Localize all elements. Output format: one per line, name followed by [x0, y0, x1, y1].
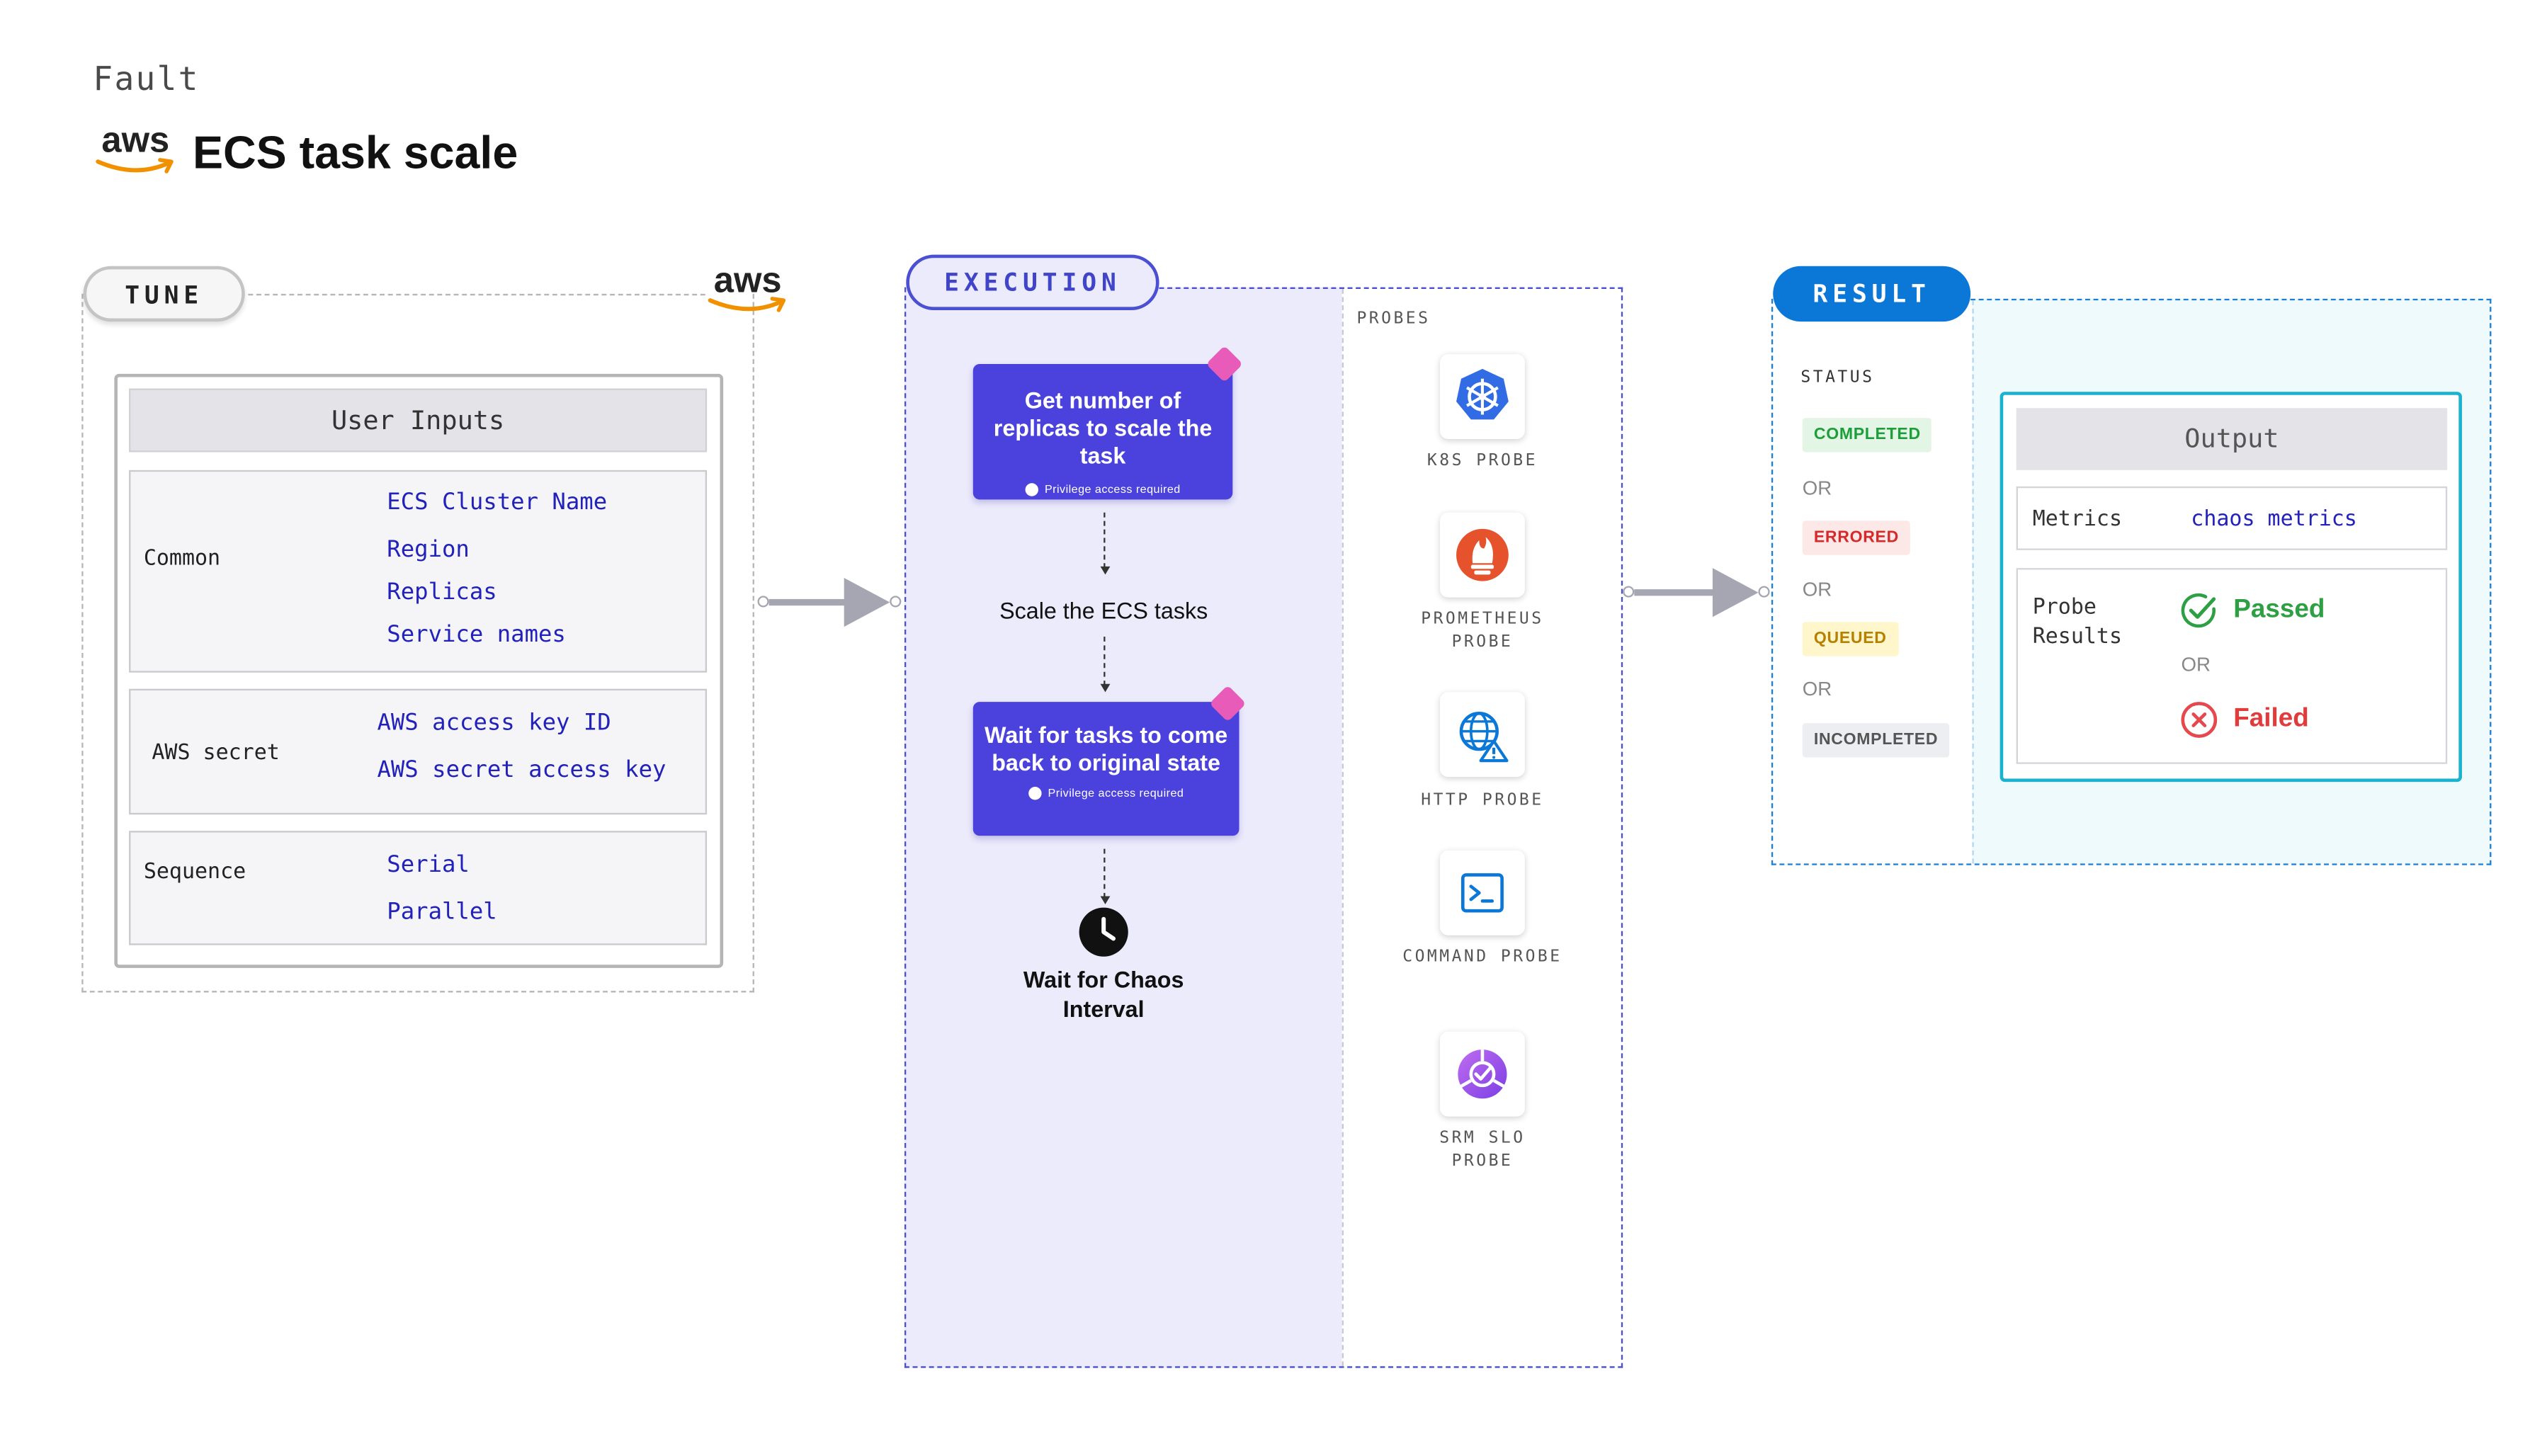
- connector-end-ring: [1758, 586, 1770, 598]
- aws-logo: aws: [93, 119, 178, 183]
- aws-logo-text: aws: [101, 119, 170, 160]
- flow-connector: [1104, 636, 1106, 686]
- connector-start-ring: [1623, 586, 1635, 598]
- status-heading: STATUS: [1800, 368, 1875, 387]
- failed-label: Failed: [2233, 705, 2309, 733]
- clock-hands-icon: [1101, 916, 1116, 941]
- input-group-aws-secret: AWS secret AWS access key ID AWS secret …: [129, 688, 708, 815]
- step-card-text: Get number of replicas to scale the task: [993, 387, 1213, 469]
- input-field-service-names: Service names: [387, 622, 566, 649]
- connector-end-ring: [890, 596, 902, 608]
- tune-aws-logo-text: aws: [713, 259, 782, 301]
- prometheus-icon: [1440, 512, 1525, 598]
- srm-slo-icon: [1440, 1031, 1525, 1117]
- execution-panel: [904, 287, 1623, 1368]
- output-title: Output: [2016, 408, 2448, 470]
- input-field-parallel: Parallel: [387, 899, 497, 926]
- connector-arrowhead: [844, 577, 890, 627]
- connector-line: [1634, 589, 1720, 596]
- privilege-note-text: Privilege access required: [1048, 788, 1184, 800]
- or-separator: OR: [2181, 653, 2211, 676]
- input-field-ecs-cluster-name: ECS Cluster Name: [387, 489, 608, 516]
- probes-divider: [1341, 288, 1344, 1367]
- status-badge-incompleted: INCOMPLETED: [1802, 723, 1950, 758]
- step-card-text: Wait for tasks to come back to original …: [985, 721, 1228, 775]
- flow-connector: [1104, 512, 1106, 569]
- result-panel: [1771, 298, 2492, 865]
- probe-results-label: Probe Results: [2032, 596, 2123, 650]
- clock-icon: [1079, 907, 1128, 957]
- input-field-region: Region: [387, 537, 470, 564]
- input-field-aws-access-key-id: AWS access key ID: [377, 710, 611, 736]
- or-separator: OR: [1802, 677, 1832, 700]
- execution-pill: EXECUTION: [906, 254, 1159, 310]
- tune-panel-top-border: [248, 293, 705, 296]
- connector-arrowhead: [1712, 568, 1759, 618]
- or-separator: OR: [1802, 577, 1832, 601]
- probes-heading: PROBES: [1356, 309, 1431, 329]
- probe-label-k8s: K8S PROBE: [1426, 452, 1538, 470]
- privilege-note: Privilege access required: [973, 780, 1240, 808]
- terminal-icon: [1440, 850, 1525, 935]
- http-globe-icon: [1440, 692, 1525, 778]
- input-field-replicas: Replicas: [387, 579, 497, 606]
- status-badge-completed: COMPLETED: [1802, 418, 1932, 453]
- input-group-label: Common: [143, 547, 221, 571]
- metrics-label: Metrics: [2032, 507, 2123, 533]
- input-field-aws-secret-access-key: AWS secret access key: [377, 757, 666, 784]
- flow-connector: [1104, 848, 1106, 898]
- input-group-sequence: Sequence Serial Parallel: [129, 831, 708, 945]
- passed-label: Passed: [2233, 596, 2325, 624]
- status-badge-errored: ERRORED: [1802, 521, 1911, 555]
- execution-panel-top-border: [1159, 287, 1623, 289]
- status-divider: [1972, 300, 1974, 864]
- input-group-common: Common ECS Cluster Name Region Replicas …: [129, 470, 708, 673]
- page-title: ECS task scale: [192, 127, 518, 178]
- input-field-serial: Serial: [387, 852, 470, 879]
- aws-smile-icon: [708, 297, 786, 312]
- metrics-row: Metrics chaos metrics: [2016, 486, 2448, 550]
- connector-line: [768, 598, 851, 606]
- step-card-wait-for-tasks: Wait for tasks to come back to original …: [972, 702, 1240, 836]
- kubernetes-icon: [1440, 354, 1525, 440]
- aws-smile-icon: [96, 158, 174, 174]
- probe-label-command: COMMAND PROBE: [1402, 948, 1562, 967]
- fault-label: Fault: [93, 58, 200, 98]
- probe-results-row: Probe Results Passed OR Failed: [2016, 568, 2448, 764]
- step-card-get-replicas: Get number of replicas to scale the task…: [972, 364, 1233, 500]
- step-scale-ecs-tasks: Scale the ECS tasks: [999, 597, 1208, 624]
- check-circle-icon: [2181, 593, 2216, 628]
- step-wait-chaos-interval: Wait for Chaos Interval: [1023, 966, 1184, 1022]
- user-inputs-title: User Inputs: [129, 388, 708, 453]
- lock-icon: [1025, 483, 1038, 497]
- status-badge-queued: QUEUED: [1802, 622, 1898, 656]
- tune-aws-logo: aws: [705, 261, 790, 320]
- privilege-note-text: Privilege access required: [1044, 484, 1181, 496]
- result-pill: RESULT: [1773, 266, 1971, 322]
- connector-start-ring: [757, 596, 769, 608]
- input-group-label: Sequence: [143, 860, 246, 885]
- tune-panel: [81, 293, 754, 993]
- or-separator: OR: [1802, 477, 1832, 500]
- x-circle-icon: [2181, 702, 2218, 738]
- tune-pill: TUNE: [83, 266, 245, 322]
- metrics-value: chaos metrics: [2191, 507, 2357, 533]
- privilege-note: Privilege access required: [973, 477, 1232, 504]
- flow-arrowhead: [1100, 683, 1111, 693]
- probe-label-prometheus: PROMETHEUS PROBE: [1421, 610, 1544, 652]
- probe-label-http: HTTP PROBE: [1421, 791, 1544, 810]
- input-group-label: AWS secret: [152, 741, 280, 766]
- lock-icon: [1028, 787, 1042, 800]
- probe-label-srm-slo: SRM SLO PROBE: [1439, 1130, 1526, 1171]
- flow-arrowhead: [1100, 896, 1111, 904]
- flow-arrowhead: [1100, 566, 1111, 575]
- result-panel-top-border: [1970, 298, 2492, 301]
